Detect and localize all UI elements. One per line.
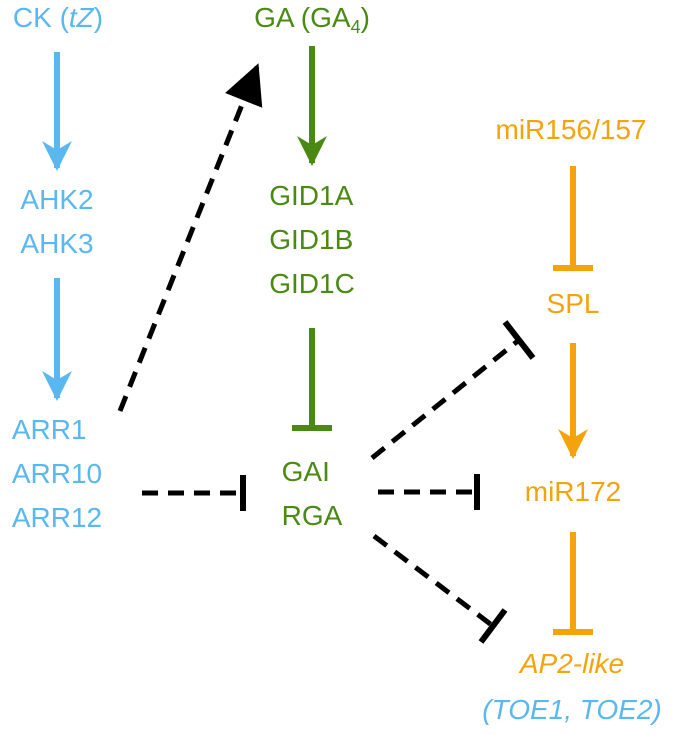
arr10-label: ARR10	[11, 458, 103, 489]
della-inhibits-spl-bar	[502, 320, 536, 360]
ahk3-label: AHK3	[20, 228, 94, 259]
gid1b-label: GID1B	[269, 224, 354, 255]
della-label: GAI RGA	[282, 450, 343, 538]
gid1-label: GID1A GID1B GID1C	[269, 174, 355, 306]
ck-label: CK (tZ)	[12, 2, 104, 33]
ahk2-label: AHK2	[20, 184, 94, 215]
arr1-label: ARR1	[11, 414, 87, 445]
gid1a-label: GID1A	[269, 180, 354, 211]
toe-label: (TOE1, TOE2)	[482, 694, 662, 725]
della-inhibits-spl-dashed-line	[370, 338, 521, 460]
gid1c-label: GID1C	[269, 268, 355, 299]
della-inhibits-ap2-bar	[478, 608, 508, 644]
arr12-label: ARR12	[11, 502, 103, 533]
gai-label: GAI	[281, 456, 330, 487]
spl-label: SPL	[546, 288, 600, 319]
rga-label: RGA	[281, 500, 343, 531]
ap2-label: AP2-like	[519, 648, 625, 679]
mir172-label: miR172	[524, 476, 622, 507]
arr-promotes-ga-dashed-arrow	[117, 63, 263, 412]
ga-label: GA (GA4)	[254, 2, 370, 37]
della-inhibits-ap2-dashed-line	[372, 534, 495, 628]
mir156-label: miR156/157	[495, 114, 647, 145]
